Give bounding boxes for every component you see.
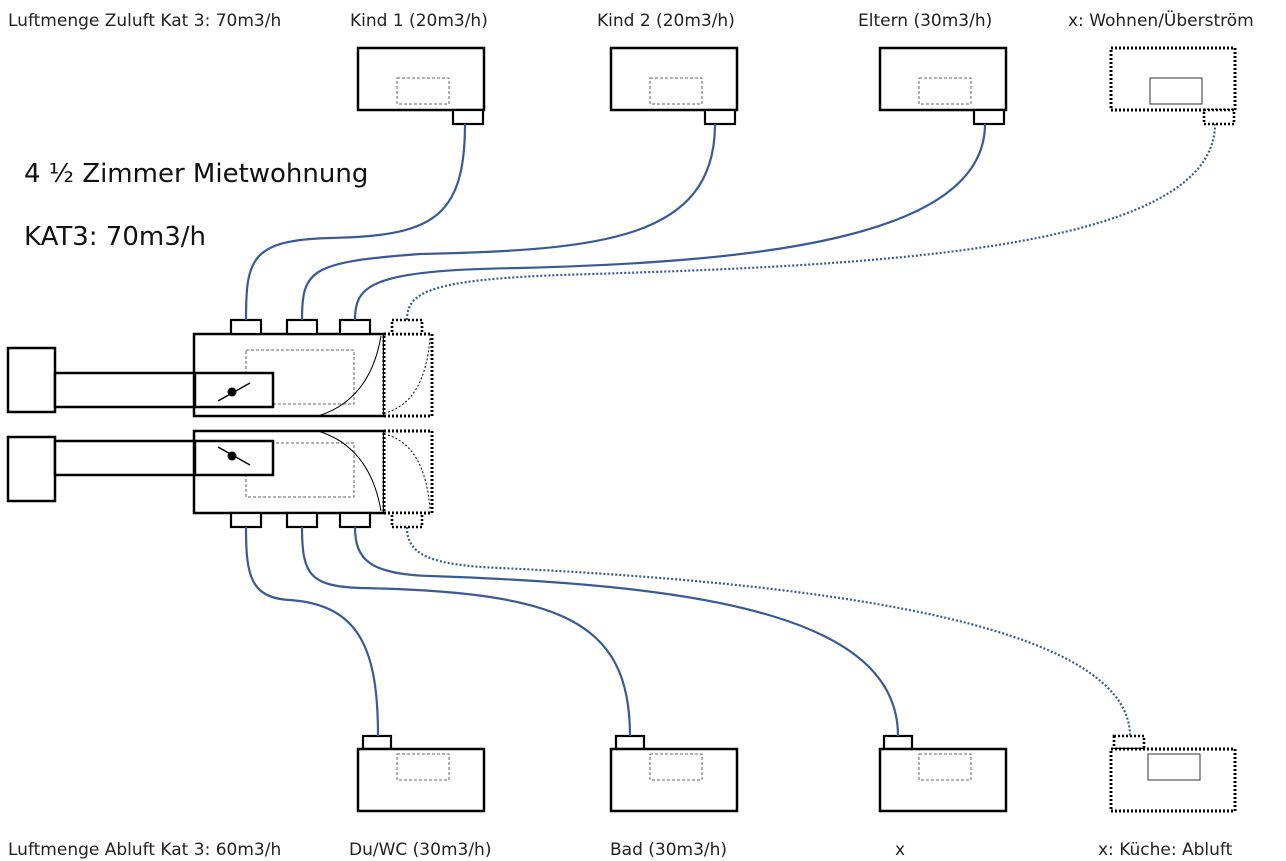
supply-outlet-2 — [609, 46, 739, 126]
exhaust-valve-1 — [356, 734, 486, 813]
exhaust-room-label-3: x — [895, 840, 905, 860]
supply-outlet-4-optional — [1109, 46, 1237, 126]
apartment-title: 4 ½ Zimmer Mietwohnung — [24, 159, 368, 189]
exhaust-room-label-1: Du/WC (30m3/h) — [349, 840, 491, 860]
exhaust-distributor — [6, 429, 434, 529]
category-label: KAT3: 70m3/h — [24, 222, 206, 252]
supply-distributor — [6, 318, 434, 418]
supply-duct-2 — [300, 123, 717, 321]
supply-room-label-2: Kind 2 (20m3/h) — [597, 11, 735, 31]
supply-duct-4-optional — [405, 123, 1217, 321]
supply-room-label-3: Eltern (30m3/h) — [858, 11, 992, 31]
supply-duct-3 — [353, 123, 987, 321]
exhaust-duct-4-optional — [405, 526, 1132, 737]
exhaust-duct-3 — [353, 526, 900, 737]
exhaust-valve-2 — [609, 734, 739, 813]
supply-room-label-1: Kind 1 (20m3/h) — [350, 11, 488, 31]
exhaust-total-label: Luftmenge Abluft Kat 3: 60m3/h — [8, 840, 281, 860]
supply-duct-1 — [244, 123, 467, 321]
exhaust-room-label-2: Bad (30m3/h) — [610, 840, 727, 860]
exhaust-valve-4-optional — [1109, 734, 1237, 813]
exhaust-duct-1 — [244, 526, 380, 737]
supply-total-label: Luftmenge Zuluft Kat 3: 70m3/h — [8, 11, 281, 31]
exhaust-duct-2 — [300, 526, 632, 737]
exhaust-valve-3 — [878, 734, 1008, 813]
exhaust-room-label-4: x: Küche: Abluft — [1098, 840, 1233, 860]
supply-outlet-1 — [356, 46, 486, 126]
supply-outlet-3 — [878, 46, 1008, 126]
supply-room-label-4: x: Wohnen/Überström — [1068, 9, 1254, 31]
